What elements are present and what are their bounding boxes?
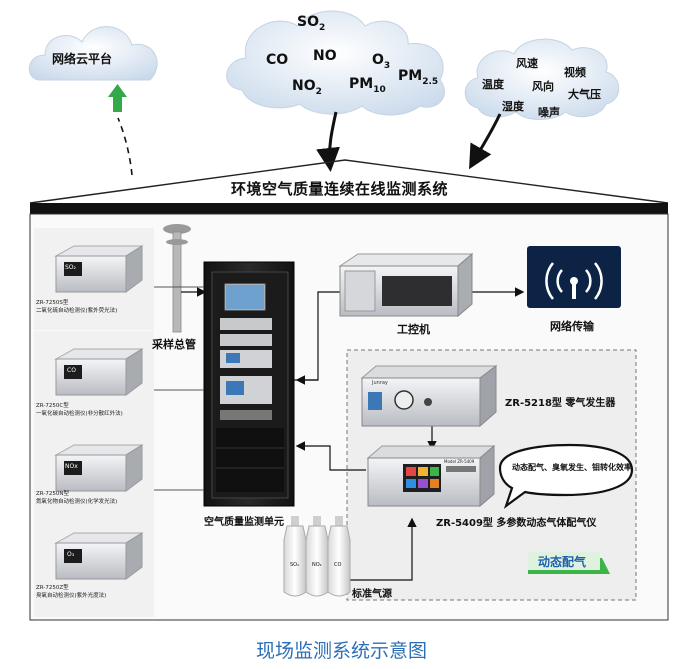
upload-arrow: [108, 84, 127, 112]
roof: [29, 159, 669, 204]
analyzer-device-icon: [54, 532, 144, 580]
calibrator-screen-title: Model ZR-5409: [444, 459, 475, 464]
industrial-pc-label: 工控机: [397, 323, 430, 336]
cylinder-label-co: CO: [334, 562, 342, 568]
calibrator-device: [366, 444, 496, 508]
system-title: 环境空气质量连续在线监测系统: [231, 180, 449, 198]
sampling-pipe-label: 采样总管: [152, 338, 196, 351]
weather-cloud: [464, 38, 620, 120]
zero-gas-label: ZR-5218型 零气发生器: [505, 398, 616, 409]
analyzer-desc: 臭氧自动检测仪(紫外光度法): [36, 593, 107, 599]
pollutant-pm10: PM10: [349, 76, 386, 95]
dashed-uplink: [117, 117, 133, 176]
pollutant-o3: O3: [372, 52, 391, 71]
function-bubble-text: 动态配气、臭氧发生、钼转化效率: [512, 463, 632, 472]
roof-band: [30, 203, 668, 214]
dynamic-badge-label: 动态配气: [538, 555, 587, 569]
pollutant-no: NO: [313, 48, 337, 64]
analyzer-desc: 一氧化碳自动检测仪(非分散红外法): [36, 411, 123, 417]
weather-wind-direction: 风向: [532, 80, 554, 93]
pollutant-arrow: [316, 111, 340, 172]
cylinder-label-so2: SO₂: [290, 562, 300, 568]
analyzer-model: ZR-7250S型: [36, 300, 69, 306]
analyzer-screen-text: SO₂: [65, 264, 76, 271]
pollutant-no2: NO2: [292, 78, 322, 97]
analyzer-desc: 氮氧化物自动检测仪(化学发光法): [36, 499, 118, 505]
dynamic-badge: [528, 552, 610, 574]
gas-cylinders: [283, 516, 351, 597]
analyzer-desc: 二氧化硫自动检测仪(紫外荧光法): [36, 308, 118, 314]
function-bubble: [498, 443, 634, 509]
weather-noise: 噪声: [538, 106, 560, 119]
weather-arrow: [469, 113, 502, 170]
platform-cloud-label: 网络云平台: [52, 52, 113, 66]
calibrator-label: ZR-5409型 多参数动态气体配气仪: [436, 518, 597, 529]
network-label: 网络传输: [550, 320, 594, 333]
analyzer-screen-text: O₃: [67, 551, 75, 558]
pollutants-cloud: [226, 10, 445, 116]
weather-humidity: 湿度: [502, 100, 524, 113]
weather-visibility: 视频: [564, 66, 586, 79]
weather-wind-speed: 风速: [516, 57, 538, 70]
platform-cloud: [28, 26, 158, 81]
zero-gas-brand: Junray: [372, 380, 388, 386]
analyzer-card-nox: NOx ZR-7250N型 氮氧化物自动检测仪(化学发光法): [34, 427, 154, 529]
pollutant-co: CO: [266, 52, 289, 68]
cylinder-label-no2: NO₂: [312, 562, 322, 568]
analyzer-card-so2: SO₂ ZR-7250S型 二氧化硫自动检测仪(紫外荧光法): [34, 228, 154, 330]
analyzer-device-icon: [54, 245, 144, 293]
analyzer-screen-text: CO: [67, 367, 76, 374]
analyzer-model: ZR-7250Z型: [36, 585, 69, 591]
pollutant-so2: SO2: [297, 14, 326, 33]
calibrator-to-rack: [295, 441, 366, 471]
pollutant-pm25: PM2.5: [398, 68, 439, 87]
zero-gas-generator: [360, 365, 498, 428]
industrial-pc: [338, 252, 474, 318]
sampling-pipe: [163, 224, 191, 333]
footer-caption: 现场监测系统示意图: [256, 640, 428, 662]
analyzer-model: ZR-7250C型: [36, 403, 69, 409]
analyzer-device-icon: [54, 444, 144, 492]
weather-pressure: 大气压: [568, 88, 601, 101]
weather-temperature: 温度: [482, 78, 504, 91]
analyzer-model: ZR-7250N型: [36, 491, 69, 497]
network-icon: [527, 246, 621, 308]
analyzer-screen-text: NOx: [65, 463, 78, 470]
monitoring-unit-label: 空气质量监测单元: [204, 517, 284, 528]
analyzer-card-co: CO ZR-7250C型 一氧化碳自动检测仪(非分散红外法): [34, 331, 154, 433]
analyzer-device-icon: [54, 348, 144, 396]
monitoring-rack: [203, 261, 295, 507]
gas-to-calibrator: [346, 517, 417, 581]
standard-gas-label: 标准气源: [352, 589, 392, 600]
analyzer-card-o3: O₃ ZR-7250Z型 臭氧自动检测仪(紫外光度法): [34, 515, 154, 617]
